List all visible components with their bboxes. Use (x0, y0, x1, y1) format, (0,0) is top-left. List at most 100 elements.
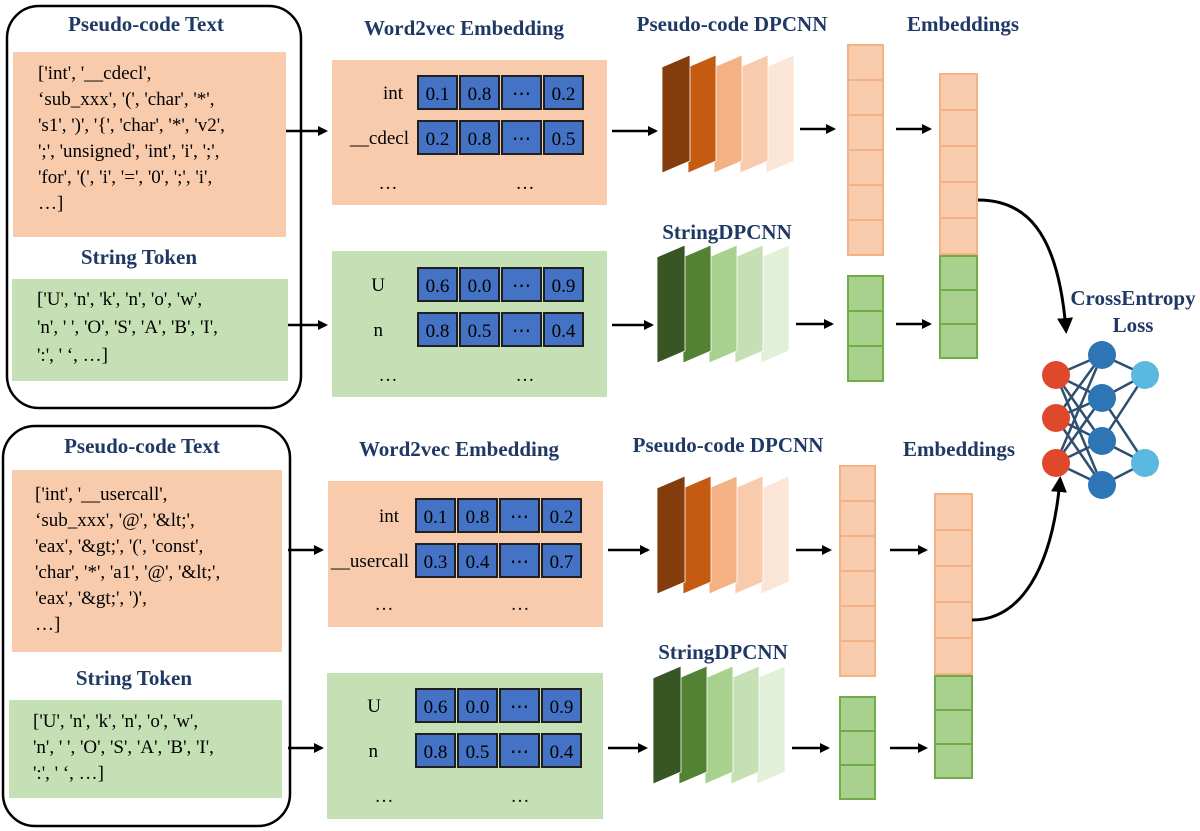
g0-code-row1-cell-4 (543, 120, 584, 155)
g2-embedding-code-part-cell-5 (934, 637, 973, 675)
g2-embedding-code-part-cell-2 (934, 529, 973, 567)
g0-str-row1-cell-2 (459, 312, 500, 347)
g1-code-ellipsis-right: … (516, 173, 535, 194)
g0-code-row1-cell-1 (417, 120, 458, 155)
g2-pseudo-code-line-1: ['int', '__usercall', (35, 484, 167, 505)
g1-code-output-cell-3 (847, 114, 884, 151)
g0-code-row0-value-1: 0.1 (426, 84, 450, 105)
g2-string-dpcnn-layer-1 (652, 665, 682, 785)
g2-arrow-to-loss (971, 476, 1067, 622)
g2-code-output-cell-3 (839, 535, 876, 572)
g2-pseudo-code-line-3: 'eax', '&gt;', '(', 'const', (35, 536, 203, 557)
g1-code-output-cell-5 (847, 184, 884, 221)
g1-string-token-1: U (371, 275, 385, 296)
g0-str-row1-value-2: 0.5 (468, 321, 492, 342)
g2-string-token-line-2: 'n', ' ', 'O', 'S', 'A', 'B', 'I', (33, 737, 214, 758)
group1-string-dpcnn-title: StringDPCNN (662, 220, 792, 244)
g1-code-row0-cell-1 (415, 498, 456, 533)
g1-embedding-code-part-cell-2 (939, 109, 978, 147)
g0-str-row0-value-2: 0.0 (468, 276, 492, 297)
g2-pseudo-dpcnn-layer-2 (682, 475, 712, 595)
g1-str-row0-value-4: 0.9 (550, 697, 574, 718)
g0-str-row1-value-4: 0.4 (552, 321, 576, 342)
g0-code-row0-value-2: 0.8 (468, 84, 492, 105)
g1-string-token-line-2: 'n', ' ', 'O', 'S', 'A', 'B', 'I', (37, 317, 218, 338)
g1-code-row1-cell-3 (499, 543, 540, 578)
loss-net-input-node-2 (1042, 404, 1070, 432)
group1-string-token-title: String Token (81, 245, 197, 269)
g1-string-output-cell-1 (847, 275, 884, 312)
g1-str-row1-cell-3 (499, 733, 540, 768)
g1-code-row0-value-4: 0.2 (550, 507, 574, 528)
g2-string-output-cell-3 (839, 764, 876, 800)
g2-embedding-code-part-cell-3 (934, 565, 973, 603)
g1-string-output-cell-3 (847, 345, 884, 382)
g2-string-output-cell-1 (839, 696, 876, 732)
g1-code-row0-cell-2 (457, 498, 498, 533)
g2-code-output-cell-4 (839, 570, 876, 607)
g2-embedding-string-part-cell-1 (934, 675, 973, 711)
g1-pseudo-code-line-4: ';', 'unsigned', 'int', 'i', ';', (38, 141, 219, 162)
g2-pseudo-code-line-2: ‘sub_xxx', '@', '&lt;', (35, 510, 195, 531)
g1-string-dpcnn-layer-1 (656, 244, 686, 364)
g1-string-token-2: n (374, 320, 384, 341)
g2-pseudo-dpcnn-layer-1 (656, 475, 686, 595)
group2-string-token-title: String Token (76, 666, 192, 690)
g1-str-row0-value-1: 0.6 (424, 697, 448, 718)
g1-pseudo-code-line-3: 's1', ')', '{', 'char', '*', 'v2', (38, 115, 225, 136)
g0-code-row0-cell-1 (417, 75, 458, 110)
g0-code-row1-value-1: 0.2 (426, 129, 450, 150)
g2-code-ellipsis-left: … (375, 594, 394, 615)
g1-code-row1-value-3: ⋯ (510, 552, 529, 573)
g1-code-row1-cell-4 (541, 543, 582, 578)
g2-string-output-cell-2 (839, 730, 876, 766)
g1-code-row0-value-2: 0.8 (466, 507, 490, 528)
g2-string-token-1: U (367, 696, 381, 717)
g1-string-dpcnn-layer-5 (760, 244, 790, 364)
g1-str-row0-cell-2 (457, 688, 498, 723)
g0-code-row1-value-3: ⋯ (512, 129, 531, 150)
g1-pseudo-code-line-5: 'for', '(', 'i', '=', '0', ';', 'i', (38, 167, 212, 188)
g0-str-row1-value-1: 0.8 (426, 321, 450, 342)
g0-str-row1-cell-1 (417, 312, 458, 347)
g1-str-row0-value-3: ⋯ (510, 697, 529, 718)
g1-str-row1-cell-2 (457, 733, 498, 768)
loss-label-line1: CrossEntropy (1070, 286, 1196, 310)
g1-str-row0-cell-1 (415, 688, 456, 723)
g1-str-row1-value-3: ⋯ (510, 742, 529, 763)
g1-embedding-string-part-cell-3 (939, 323, 978, 359)
g1-string-token-line-1: ['U', 'n', 'k', 'n', 'o', 'w', (37, 289, 202, 310)
g1-pseudo-dpcnn-layer-3 (713, 54, 743, 174)
g0-str-row1-cell-4 (543, 312, 584, 347)
g1-string-token-line-3: ':', ' ‘, …] (37, 345, 108, 366)
g1-code-row1-value-2: 0.4 (466, 552, 490, 573)
g1-string-dpcnn-layer-2 (682, 244, 712, 364)
g2-pseudo-dpcnn-layer-5 (760, 475, 790, 595)
g0-code-row0-cell-3 (501, 75, 542, 110)
g1-code-token-2: __cdecl (349, 128, 409, 149)
g1-pseudo-dpcnn-layer-5 (765, 54, 795, 174)
group1-word2vec-title: Word2vec Embedding (364, 16, 565, 40)
g0-code-row0-value-4: 0.2 (552, 84, 576, 105)
g2-pseudo-dpcnn-layer-4 (734, 475, 764, 595)
g2-code-ellipsis-right: … (511, 594, 530, 615)
group2-pseudo-dpcnn-title: Pseudo-code DPCNN (633, 433, 824, 457)
g1-pseudo-code-line-6: …] (38, 193, 63, 214)
g0-code-row1-cell-3 (501, 120, 542, 155)
g2-code-output-cell-5 (839, 605, 876, 642)
g1-code-row1-value-4: 0.7 (550, 552, 574, 573)
g2-code-token-2: __usercall (330, 551, 409, 572)
g1-code-output-cell-2 (847, 79, 884, 116)
g0-str-row0-cell-2 (459, 267, 500, 302)
g2-pseudo-dpcnn-layer-3 (708, 475, 738, 595)
g2-string-token-2: n (369, 741, 379, 762)
g2-pseudo-code-line-5: 'eax', '&gt;', ')', (35, 588, 147, 609)
g0-code-row0-value-3: ⋯ (512, 84, 531, 105)
g1-embedding-code-part-cell-4 (939, 181, 978, 219)
g2-string-ellipsis-right: … (511, 786, 530, 807)
g1-str-row0-cell-3 (499, 688, 540, 723)
g1-pseudo-code-panel (13, 52, 286, 237)
g0-str-row0-value-1: 0.6 (426, 276, 450, 297)
g2-pseudo-code-line-6: …] (35, 614, 60, 635)
